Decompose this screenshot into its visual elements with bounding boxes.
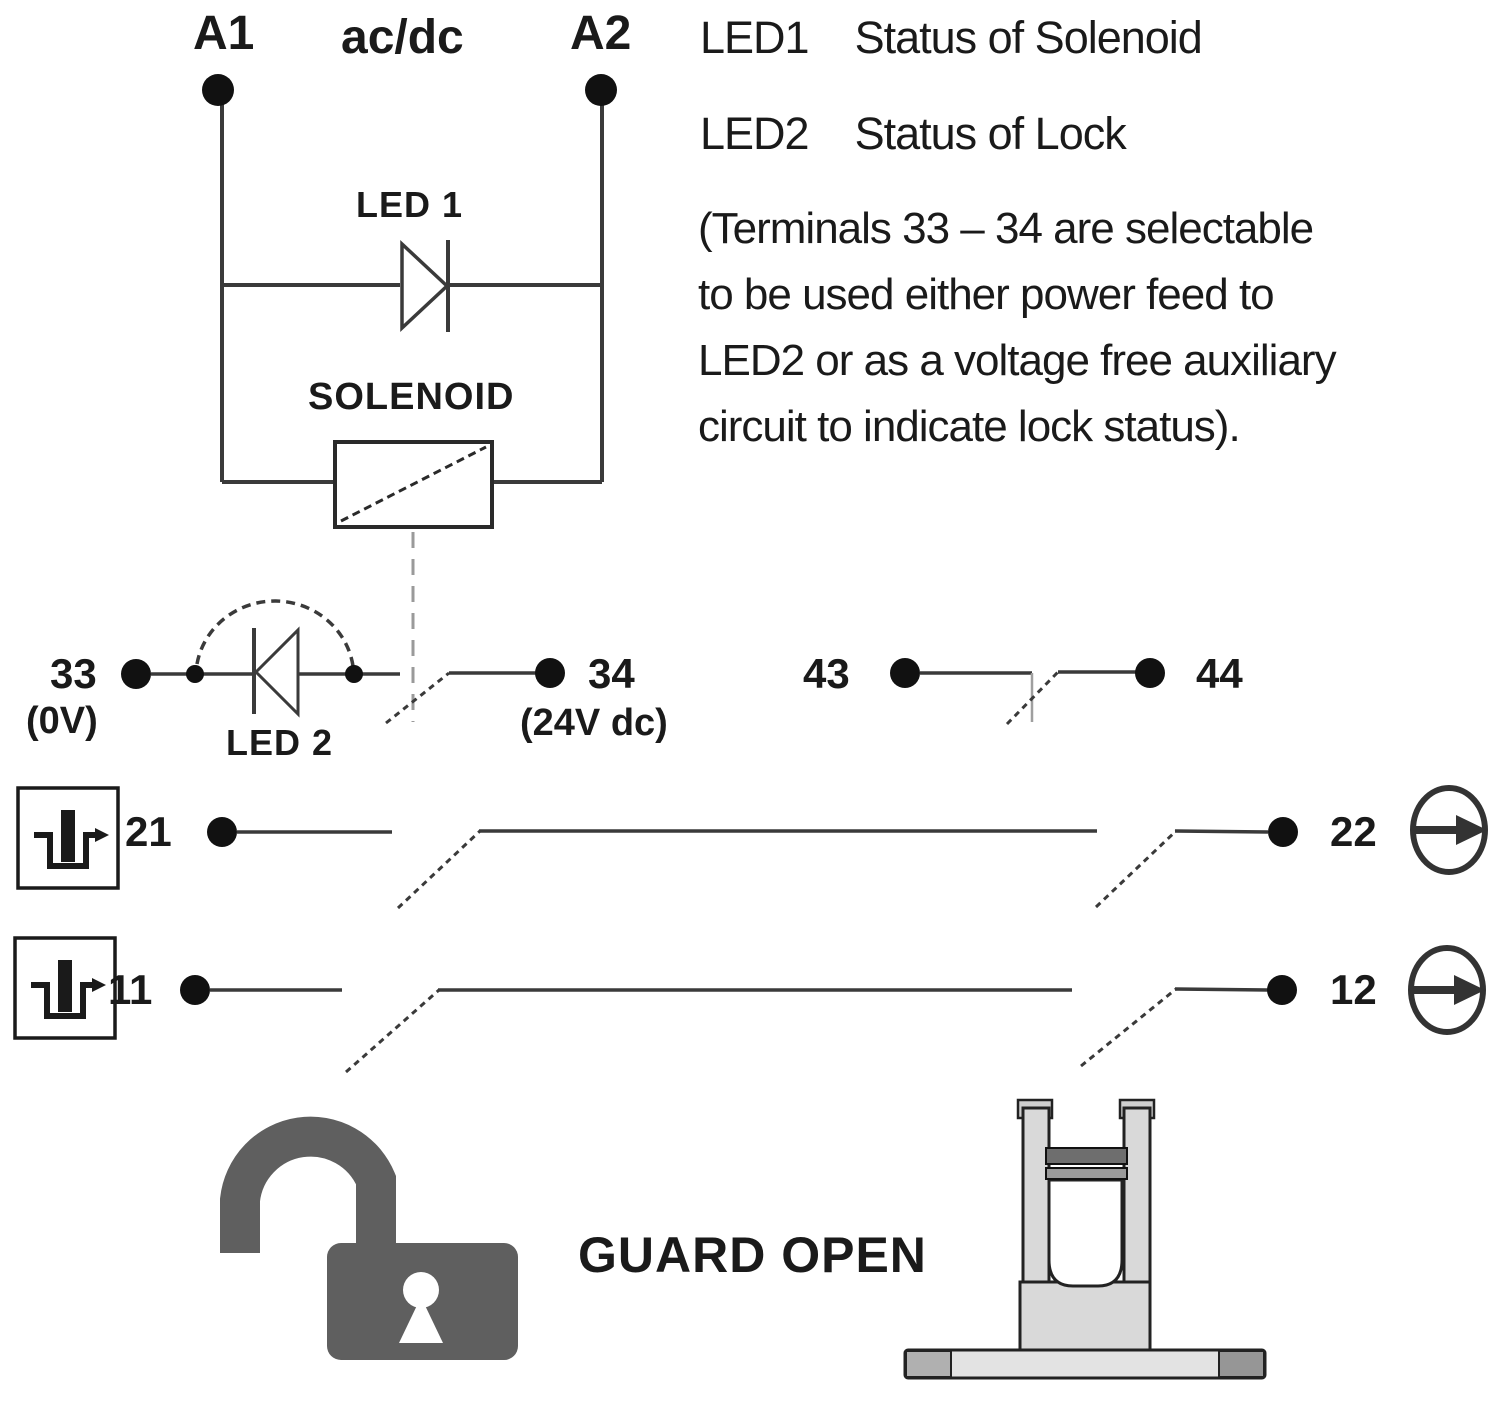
legend-led2-desc: Status of Lock: [854, 108, 1127, 159]
terminal-dots: [121, 74, 1298, 1005]
supply-type-label: ac/dc: [341, 11, 464, 64]
tongue-in-slot-icon: [16, 786, 120, 890]
terminal-33-label: 33: [50, 650, 97, 697]
led1-diode-symbol: [400, 239, 450, 333]
legend-led2-row: LED2 Status of Lock: [700, 108, 1127, 160]
terminal-a1-label: A1: [193, 7, 255, 60]
terminal-34-label: 34: [588, 650, 635, 697]
terminals-note-line: LED2 or as a voltage free auxiliary: [698, 336, 1337, 385]
led1-label: LED 1: [356, 184, 464, 225]
lock-contact-blade: [385, 671, 450, 725]
safety-contact-21-22: [237, 829, 1269, 910]
led2-diode-symbol: [252, 626, 300, 718]
terminal-33-voltage: (0V): [26, 700, 98, 742]
terminal-21-label: 21: [125, 808, 172, 855]
guard-open-label: GUARD OPEN: [578, 1227, 927, 1283]
terminal-22-label: 22: [1330, 808, 1377, 855]
legend-led1-key: LED1: [700, 12, 810, 63]
aux-contact-43-44: [920, 670, 1136, 726]
terminal-34-voltage: (24V dc): [520, 702, 668, 744]
solenoid-label: SOLENOID: [308, 376, 515, 418]
arrow-through-circle-icon: [1410, 785, 1488, 875]
arrow-through-circle-icon: [1408, 945, 1486, 1035]
legend-led1-row: LED1 Status of Solenoid: [700, 12, 1203, 64]
open-padlock-icon: [220, 1116, 518, 1360]
guard-tongue-actuator: [903, 1098, 1267, 1380]
safety-contact-11-12: [210, 987, 1269, 1074]
legend-led2-key: LED2: [700, 108, 810, 159]
terminal-11-label: 11: [108, 966, 153, 1013]
legend-led1-desc: Status of Solenoid: [854, 12, 1203, 63]
terminals-note: (Terminals 33 – 34 are selectable to be …: [698, 196, 1337, 460]
terminals-note-line: circuit to indicate lock status).: [698, 402, 1241, 451]
terminals-note-line: (Terminals 33 – 34 are selectable: [698, 204, 1314, 253]
tongue-in-slot-icon: [13, 936, 117, 1040]
terminal-a2-label: A2: [570, 7, 632, 60]
lock-monitor-circuit: [151, 599, 537, 676]
terminal-44-label: 44: [1196, 650, 1243, 697]
terminals-note-line: to be used either power feed to: [698, 270, 1275, 319]
terminal-12-label: 12: [1330, 966, 1377, 1013]
solenoid-symbol: [333, 440, 494, 529]
supply-circuit-wires: [220, 104, 604, 484]
terminal-43-label: 43: [803, 650, 850, 697]
led2-label: LED 2: [226, 722, 334, 763]
